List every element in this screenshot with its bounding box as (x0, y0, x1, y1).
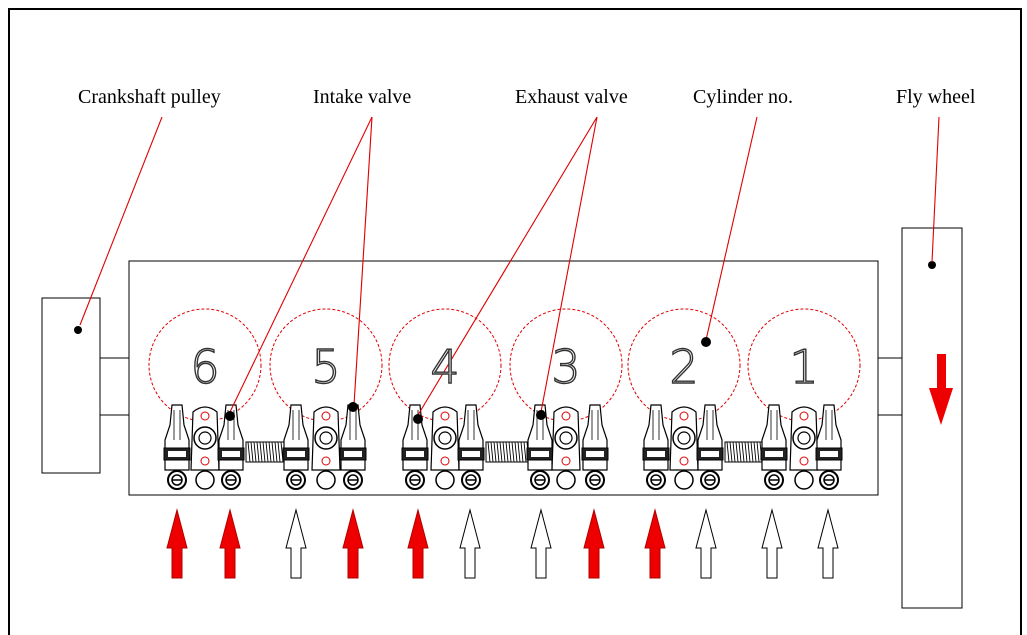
rocker-shaft-spring (245, 441, 291, 463)
fly-wheel-marker (928, 261, 936, 269)
rocker-assembly-3 (526, 404, 609, 490)
intake-valve-leader-1 (229, 116, 373, 413)
cylinder-no-label: Cylinder no. (693, 86, 793, 108)
valve-arrow-6-inactive (459, 508, 481, 579)
fly-wheel-leader (931, 116, 940, 263)
crankshaft-pulley-label: Crankshaft pulley (78, 86, 221, 108)
exhaust-valve-marker-2 (536, 410, 546, 420)
valve-arrow-10-inactive (695, 508, 717, 579)
intake-valve-leader-2 (353, 116, 373, 406)
valve-arrow-2-active (219, 508, 241, 579)
exhaust-valve-marker-1 (413, 414, 423, 424)
cylinder-no-marker (701, 337, 711, 347)
exhaust-valve-leader-2 (540, 116, 598, 413)
cylinder-number-5: 5 (311, 340, 340, 394)
valve-arrow-12-inactive (817, 508, 839, 579)
valve-arrow-11-inactive (761, 508, 783, 579)
valve-arrow-3-inactive (285, 508, 307, 579)
exhaust-valve-label: Exhaust valve (515, 86, 628, 108)
valve-arrow-1-active (166, 508, 188, 579)
valve-arrow-9-active (644, 508, 666, 579)
crankshaft-stubs (100, 357, 902, 416)
cylinder-number-1: 1 (789, 340, 818, 394)
valve-markers (225, 337, 711, 424)
intake-valve-label: Intake valve (313, 86, 411, 108)
rocker-assembly-6 (163, 404, 245, 490)
crankshaft-pulley-marker (74, 326, 82, 334)
cylinder-number-2: 2 (669, 340, 698, 394)
valve-arrow-7-inactive (530, 508, 552, 579)
leader-lines (79, 116, 940, 416)
crankshaft-pulley-leader (79, 116, 163, 326)
fly-wheel-rotation-arrow (929, 354, 953, 425)
rocker-assembly-5 (282, 404, 367, 490)
valve-arrow-4-active (342, 508, 364, 579)
valve-arrow-5-active (407, 508, 429, 579)
valve-arrow-8-active (583, 508, 605, 579)
intake-valve-marker-2 (348, 402, 358, 412)
cylinder-number-6: 6 (190, 340, 219, 394)
exhaust-valve-leader-1 (417, 116, 598, 416)
fly-wheel (901, 227, 963, 609)
cylinder-number-4: 4 (430, 340, 459, 394)
intake-valve-marker-1 (225, 411, 235, 421)
rocker-assembly-2 (642, 404, 724, 490)
cylinder-number-3: 3 (551, 340, 580, 394)
crankshaft-pulley (41, 297, 101, 474)
fly-wheel-label: Fly wheel (896, 86, 976, 108)
rocker-assembly-1 (760, 404, 843, 490)
cylinder-no-leader (705, 116, 758, 341)
